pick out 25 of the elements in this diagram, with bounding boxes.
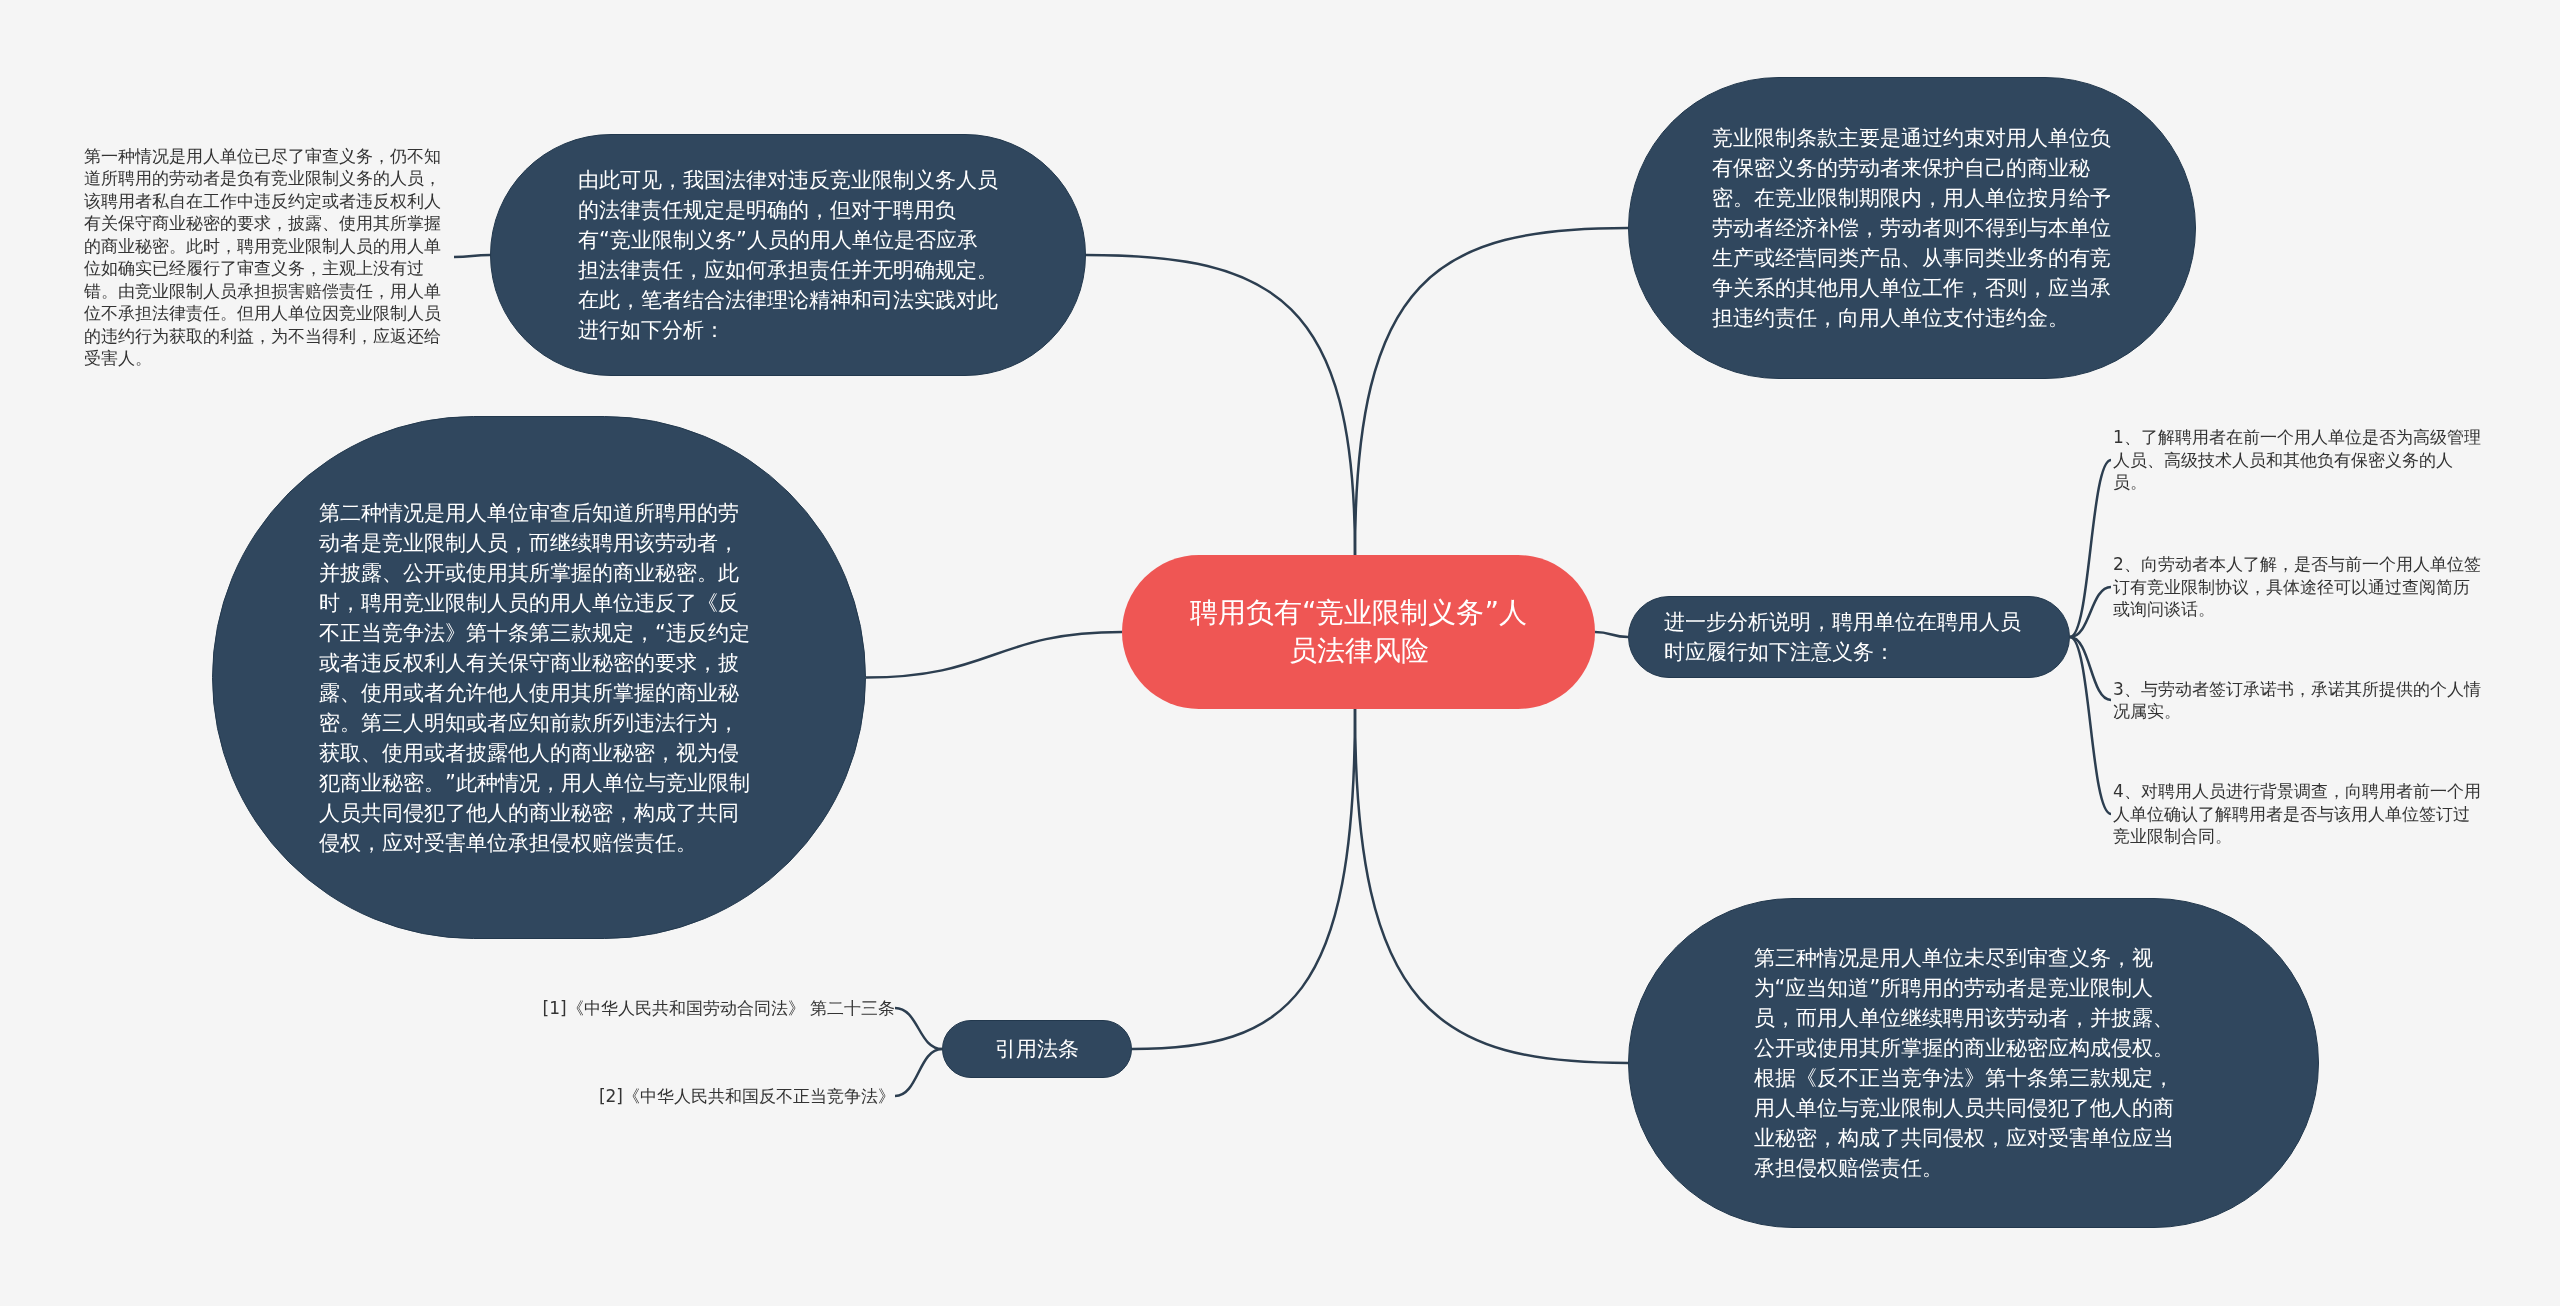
central-topic-pill: 聘用负有“竞业限制义务”人员法律风险 [1122,555,1595,709]
topic-pill: 第三种情况是用人单位未尽到审查义务，视为“应当知道”所聘用的劳动者是竞业限制人员，而用人单位继续聘用该劳动者，并披露、公开或使用其所掌握的商业秘密应构成侵权。根据《反不正当竞争法》第十条第三款规定，用人单位与竞业限制人员共同侵犯了他人的商业秘密，构成了共同侵权，应对受害单位应当承担侵权赔偿责任。 [1628,898,2319,1228]
connector-line [2069,635,2112,702]
connector-line [894,1006,943,1051]
connector-line [1594,630,1629,639]
note-text: 第一种情况是用人单位已尽了审查义务，仍不知道所聘用的劳动者是负有竞业限制义务的人员，该聘用者私自在工作中违反约定或者违反权利人有关保守商业秘密的要求，披露、使用其所掌握的商业秘密。此时，聘用竞业限制人员的用人单位如确实已经履行了审查义务，主观上没有过错。由竞业限制人员承担损害赔偿责任，用人单位不承担法律责任。但用人单位因竞业限制人员的违约行为获取的利益，为不当得利，应返还给受害人。 [82,139,454,375]
connector-line [454,253,490,259]
topic-pill: 竞业限制条款主要是通过约束对用人单位负有保密义务的劳动者来保护自己的商业秘密。在竞业限制期限内，用人单位按月给予劳动者经济补偿，劳动者则不得到与本单位生产或经营同类产品、从事同类业务的有竞争关系的其他用人单位工作，否则，应当承担违约责任，向用人单位支付违约金。 [1628,77,2196,379]
note-text: 1、了解聘用者在前一个用人单位是否为高级管理人员、高级技术人员和其他负有保密义务的人员。 [2111,425,2483,495]
connector-line [865,630,1123,679]
topic-pill: 进一步分析说明，聘用单位在聘用人员时应履行如下注意义务： [1628,596,2070,678]
connector-line [894,1047,943,1098]
note-text: [1]《中华人民共和国劳动合同法》 第二十三条 [530,983,895,1033]
note-text: 4、对聘用人员进行背景调查，向聘用者前一个用人单位确认了解聘用者是否与该用人单位签订过竞业限制合同。 [2111,779,2483,849]
connector-line [1353,226,1629,556]
note-text: 3、与劳动者签订承诺书，承诺其所提供的个人情况属实。 [2111,676,2483,724]
connector-line [2069,459,2112,638]
note-text: 2、向劳动者本人了解，是否与前一个用人单位签订有竞业限制协议，具体途径可以通过查阅简历或询问谈话。 [2111,552,2483,622]
topic-pill: 第二种情况是用人单位审查后知道所聘用的劳动者是竞业限制人员，而继续聘用该劳动者，并披露、公开或使用其所掌握的商业秘密。此时，聘用竞业限制人员的用人单位违反了《反不正当竞争法》第十条第三款规定，“违反约定或者违反权利人有关保守商业秘密的要求，披露、使用或者允许他人使用其所掌握的商业秘密。第三人明知或者应知前款所列违法行为，获取、使用或者披露他人的商业秘密，视为侵犯商业秘密。”此种情况，用人单位与竞业限制人员共同侵犯了他人的商业秘密，构成了共同侵权，应对受害单位承担侵权赔偿责任。 [212,416,866,939]
connector-line [2069,636,2112,815]
topic-pill: 引用法条 [942,1020,1132,1078]
note-text: [2]《中华人民共和国反不正当竞争法》 [560,1082,895,1110]
topic-pill: 由此可见，我国法律对违反竞业限制义务人员的法律责任规定是明确的，但对于聘用负有“竞业限制义务”人员的用人单位是否应承担法律责任，应如何承担责任并无明确规定。在此，笔者结合法律理论精神和司法实践对此进行如下分析： [490,134,1086,376]
connector-line [1353,708,1629,1065]
connector-line [2069,585,2112,639]
